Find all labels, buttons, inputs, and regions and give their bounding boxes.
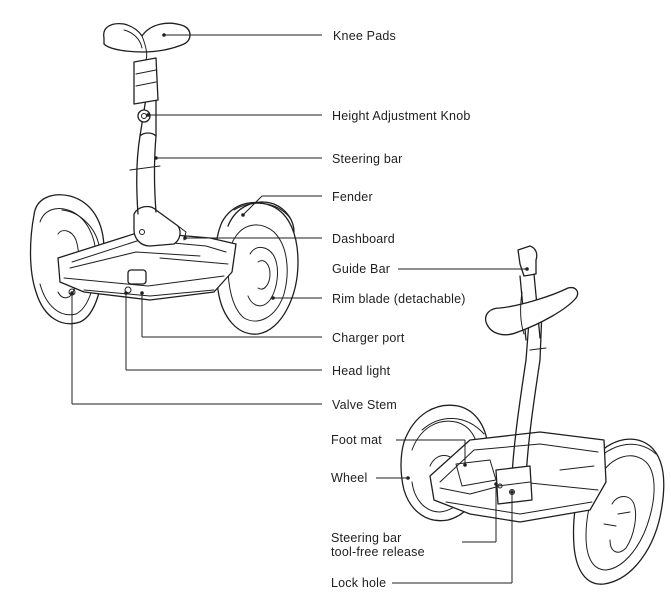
label-foot-mat: Foot mat	[331, 433, 382, 447]
front-steering-assembly	[68, 22, 191, 296]
label-fender: Fender	[332, 190, 373, 204]
rear-scooter-illustration	[400, 245, 665, 585]
label-knee-pads: Knee Pads	[333, 29, 396, 43]
label-head-light: Head light	[332, 364, 391, 378]
label-rim-blade: Rim blade (detachable)	[332, 292, 466, 306]
front-scooter-illustration	[29, 22, 299, 335]
label-charger-port: Charger port	[332, 331, 405, 345]
rear-steering-assembly	[484, 245, 579, 505]
front-right-wheel	[214, 201, 299, 335]
leader-lines	[70, 33, 529, 584]
label-lock-hole: Lock hole	[331, 576, 387, 590]
label-guide-bar: Guide Bar	[332, 262, 391, 276]
label-valve-stem: Valve Stem	[332, 398, 397, 412]
label-wheel: Wheel	[331, 471, 368, 485]
label-steering-bar: Steering bar	[332, 152, 403, 166]
label-height-adjustment-knob: Height Adjustment Knob	[332, 109, 471, 123]
label-dashboard: Dashboard	[332, 232, 395, 246]
label-steering-bar-release-line1: Steering bar	[331, 531, 402, 545]
label-steering-bar-release-line2: tool-free release	[331, 545, 425, 559]
